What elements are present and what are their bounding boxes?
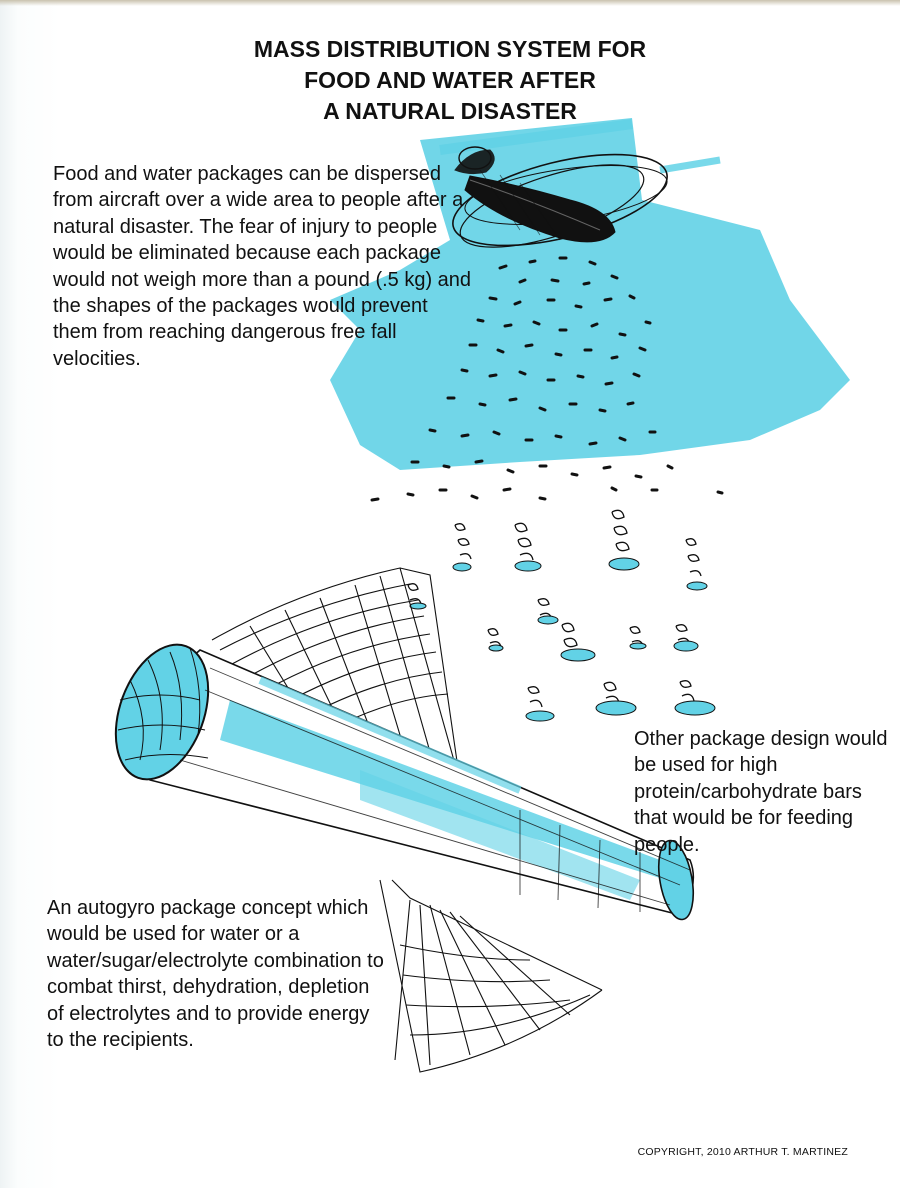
page-title: MASS DISTRIBUTION SYSTEM FOR FOOD AND WA…	[150, 34, 750, 127]
title-line-3: A NATURAL DISASTER	[323, 98, 577, 124]
autogyro-paragraph: An autogyro package concept which would …	[47, 897, 384, 1052]
falling-package-icon	[370, 256, 724, 502]
paper-edge	[0, 0, 900, 6]
intro-paragraph: Food and water packages can be dispersed…	[53, 163, 472, 370]
helicopter-icon	[452, 146, 668, 248]
marker-wash	[330, 118, 850, 470]
spiral-packages	[407, 509, 716, 722]
title-line-1: MASS DISTRIBUTION SYSTEM FOR	[253, 36, 647, 62]
copyright-notice: COPYRIGHT, 2010 ARTHUR T. MARTINEZ	[637, 1146, 848, 1158]
bars-paragraph: Other package design would be used for h…	[634, 728, 888, 856]
title-line-2: FOOD AND WATER AFTER	[304, 67, 596, 93]
autogyro-package-icon	[114, 567, 695, 1073]
